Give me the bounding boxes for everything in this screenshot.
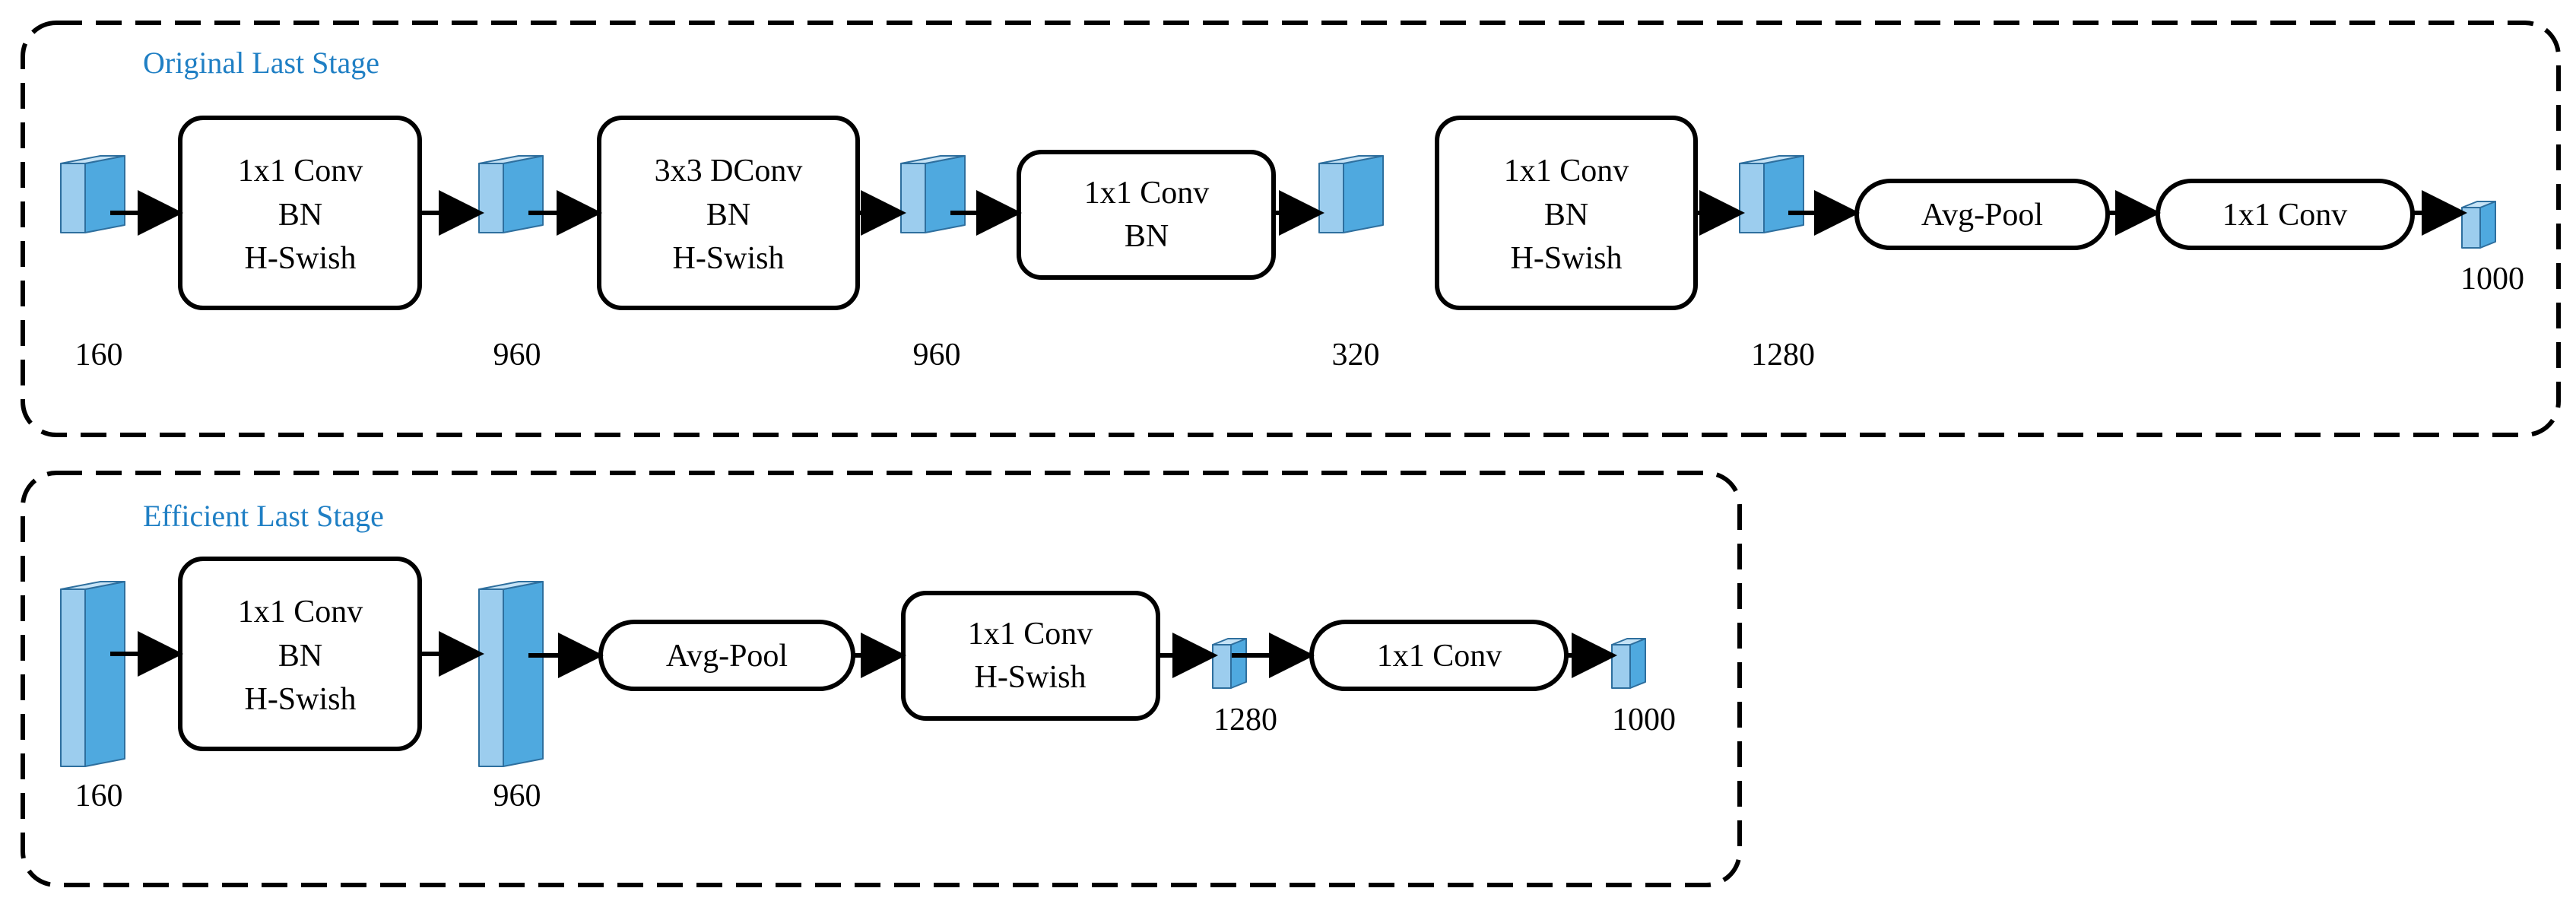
tensor-label: 1280: [1213, 703, 1277, 737]
tensor-1000: [1611, 638, 1646, 689]
tensor-label: 960: [493, 338, 541, 373]
block-label: BN: [706, 198, 750, 233]
efficient-last-stage-panel: Efficient Last Stage 160 960 1280 1000 1…: [21, 471, 1742, 887]
tensor-160: [60, 155, 125, 233]
block-label: Avg-Pool: [1921, 198, 2043, 233]
tensor-front-face: [1318, 163, 1344, 233]
block-label: BN: [1125, 219, 1169, 254]
block-label: 1x1 Conv: [968, 617, 1093, 652]
tensor-1000: [2461, 201, 2496, 249]
tensor-960: [900, 155, 966, 233]
tensor-label: 320: [1332, 338, 1380, 373]
block-label: 1x1 Conv: [238, 595, 363, 630]
tensor-label: 160: [75, 338, 123, 373]
tensor-front-face: [2461, 207, 2481, 249]
block-label: BN: [278, 639, 322, 674]
block-label: H-Swish: [974, 660, 1086, 695]
tensor-top-face: [60, 155, 125, 164]
tensor-top-face: [900, 155, 966, 164]
tensor-1280: [1739, 155, 1804, 233]
tensor-side-face: [1763, 155, 1804, 233]
tensor-top-face: [60, 581, 125, 590]
tensor-label: 160: [75, 779, 123, 814]
tensor-side-face: [2479, 201, 2496, 249]
block-label: H-Swish: [244, 682, 356, 717]
tensor-label: 1000: [1612, 703, 1676, 737]
tensor-top-face: [478, 155, 544, 164]
tensor-side-face: [1230, 638, 1247, 689]
tensor-side-face: [1629, 638, 1646, 689]
tensor-960: [478, 581, 544, 767]
tensor-160: [60, 581, 125, 767]
tensor-1280: [1212, 638, 1247, 689]
tensor-top-face: [1212, 638, 1247, 645]
tensor-side-face: [925, 155, 966, 233]
block-label: 3x3 DConv: [655, 154, 803, 189]
block-label: H-Swish: [1510, 241, 1622, 276]
tensor-side-face: [84, 581, 125, 767]
block-label: H-Swish: [244, 241, 356, 276]
tensor-front-face: [1611, 644, 1631, 689]
block-label: Avg-Pool: [666, 639, 788, 674]
block-label: BN: [1544, 198, 1588, 233]
tensor-top-face: [478, 581, 544, 590]
conv1x1-hswish-block: [901, 591, 1160, 721]
block-label: H-Swish: [672, 241, 784, 276]
block-label: 1x1 Conv: [1084, 176, 1210, 211]
panel-border: [21, 21, 2561, 437]
tensor-top-face: [2461, 201, 2496, 208]
tensor-320: [1318, 155, 1384, 233]
tensor-front-face: [478, 588, 504, 767]
tensor-side-face: [84, 155, 125, 233]
tensor-front-face: [1212, 644, 1232, 689]
tensor-label: 960: [913, 338, 961, 373]
tensor-top-face: [1611, 638, 1646, 645]
tensor-label: 1000: [2460, 262, 2524, 297]
block-label: 1x1 Conv: [1377, 639, 1502, 674]
tensor-front-face: [478, 163, 504, 233]
tensor-side-face: [1343, 155, 1384, 233]
block-label: 1x1 Conv: [238, 154, 363, 189]
tensor-front-face: [1739, 163, 1765, 233]
panel-border: [21, 471, 1742, 887]
tensor-front-face: [60, 588, 86, 767]
tensor-front-face: [60, 163, 86, 233]
panel-title: Original Last Stage: [143, 46, 379, 80]
tensor-960: [478, 155, 544, 233]
tensor-front-face: [900, 163, 926, 233]
block-label: BN: [278, 198, 322, 233]
block-label: 1x1 Conv: [2222, 198, 2348, 233]
panel-title: Efficient Last Stage: [143, 499, 384, 533]
conv1x1-bn-block: [1017, 150, 1276, 280]
tensor-side-face: [503, 155, 544, 233]
tensor-label: 960: [493, 779, 541, 814]
tensor-side-face: [503, 581, 544, 767]
tensor-label: 1280: [1751, 338, 1815, 373]
tensor-top-face: [1739, 155, 1804, 164]
original-last-stage-panel: Original Last Stage 160 960 960 320 1280…: [21, 21, 2561, 437]
block-label: 1x1 Conv: [1504, 154, 1629, 189]
tensor-top-face: [1318, 155, 1384, 164]
